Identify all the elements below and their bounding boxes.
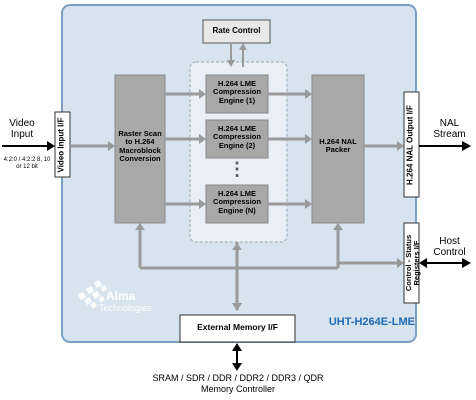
control-status-if-label: Control - Status Registers I/F — [404, 234, 421, 292]
bus-arrowhead-control — [397, 258, 404, 268]
nal-packer-label: H.264 NAL Packer — [319, 137, 357, 155]
arrowhead-e1-in — [199, 89, 206, 99]
host-control-arrowhead-right — [462, 258, 471, 268]
arrowhead-en-out — [305, 199, 312, 209]
video-input-label: Video Input — [9, 118, 35, 140]
rate-control-label: Rate Control — [212, 26, 261, 35]
arrowhead-e2-in — [199, 134, 206, 144]
core-name-label: UHT-H264E-LME — [328, 316, 415, 328]
host-control-arrowhead-left — [419, 258, 427, 268]
rate-control-arrow-down-head — [227, 60, 235, 67]
arrowhead-e1-out — [305, 89, 312, 99]
arrows-engines-to-packer — [268, 92, 305, 206]
memory-bus — [138, 228, 400, 310]
video-format-label: 4:2:0 / 4:2:2 8, 10 or 12 bit — [3, 157, 51, 170]
nal-output-if-block — [403, 91, 420, 198]
memory-controller-arrowhead-down — [232, 363, 242, 371]
rate-control-arrow-up-head — [239, 43, 247, 50]
nal-stream-label: NAL Stream — [433, 118, 466, 140]
arrowhead-en-in — [199, 199, 206, 209]
arrow-packer-to-output-head — [397, 141, 404, 151]
engine-2-label: H.264 LME Compression Engine (2) — [213, 124, 261, 150]
video-input-if-label: Video Input I/F — [56, 117, 66, 173]
raster-scan-block — [114, 74, 166, 224]
host-control-label: Host Control — [433, 236, 466, 258]
raster-scan-label: Raster Scan to H.264 Macroblock Conversi… — [118, 129, 162, 163]
arrowhead-e2-out — [305, 134, 312, 144]
bus-arrowhead-raster — [135, 223, 145, 230]
alma-logo-mark — [77, 279, 108, 309]
alma-logo-subtitle: Technologies — [99, 303, 152, 313]
rate-control-block — [202, 19, 271, 44]
memory-controller-label: Memory Controller — [200, 384, 276, 394]
external-memory-label: External Memory I/F — [197, 322, 278, 332]
video-input-arrowhead — [47, 141, 55, 151]
bus-arrowhead-memory — [232, 303, 242, 311]
arrows-raster-to-engines — [165, 92, 199, 206]
memory-types-label: SRAM / SDR / DDR / DDR2 / DDR3 / QDR — [152, 373, 324, 383]
nal-stream-arrowhead — [462, 141, 471, 151]
engine-2-block — [205, 119, 269, 159]
alma-logo-name: Alma — [106, 289, 136, 303]
engine-n-block — [205, 184, 269, 224]
bus-arrowhead-engines — [232, 243, 242, 250]
external-memory-block — [179, 314, 296, 343]
engine-1-block — [205, 74, 269, 114]
nal-output-if-label: H.264 NAL Output I/F — [405, 105, 415, 185]
memory-controller-arrowhead-up — [232, 343, 242, 351]
bus-arrowhead-packer — [333, 223, 343, 230]
engine-n-label: H.264 LME Compression Engine (N) — [213, 189, 261, 215]
arrow-if-to-raster-head — [108, 141, 115, 151]
engines-ellipsis: ⋮ — [228, 159, 246, 179]
engine-1-label: H.264 LME Compression Engine (1) — [213, 79, 261, 105]
nal-packer-block — [311, 74, 365, 224]
